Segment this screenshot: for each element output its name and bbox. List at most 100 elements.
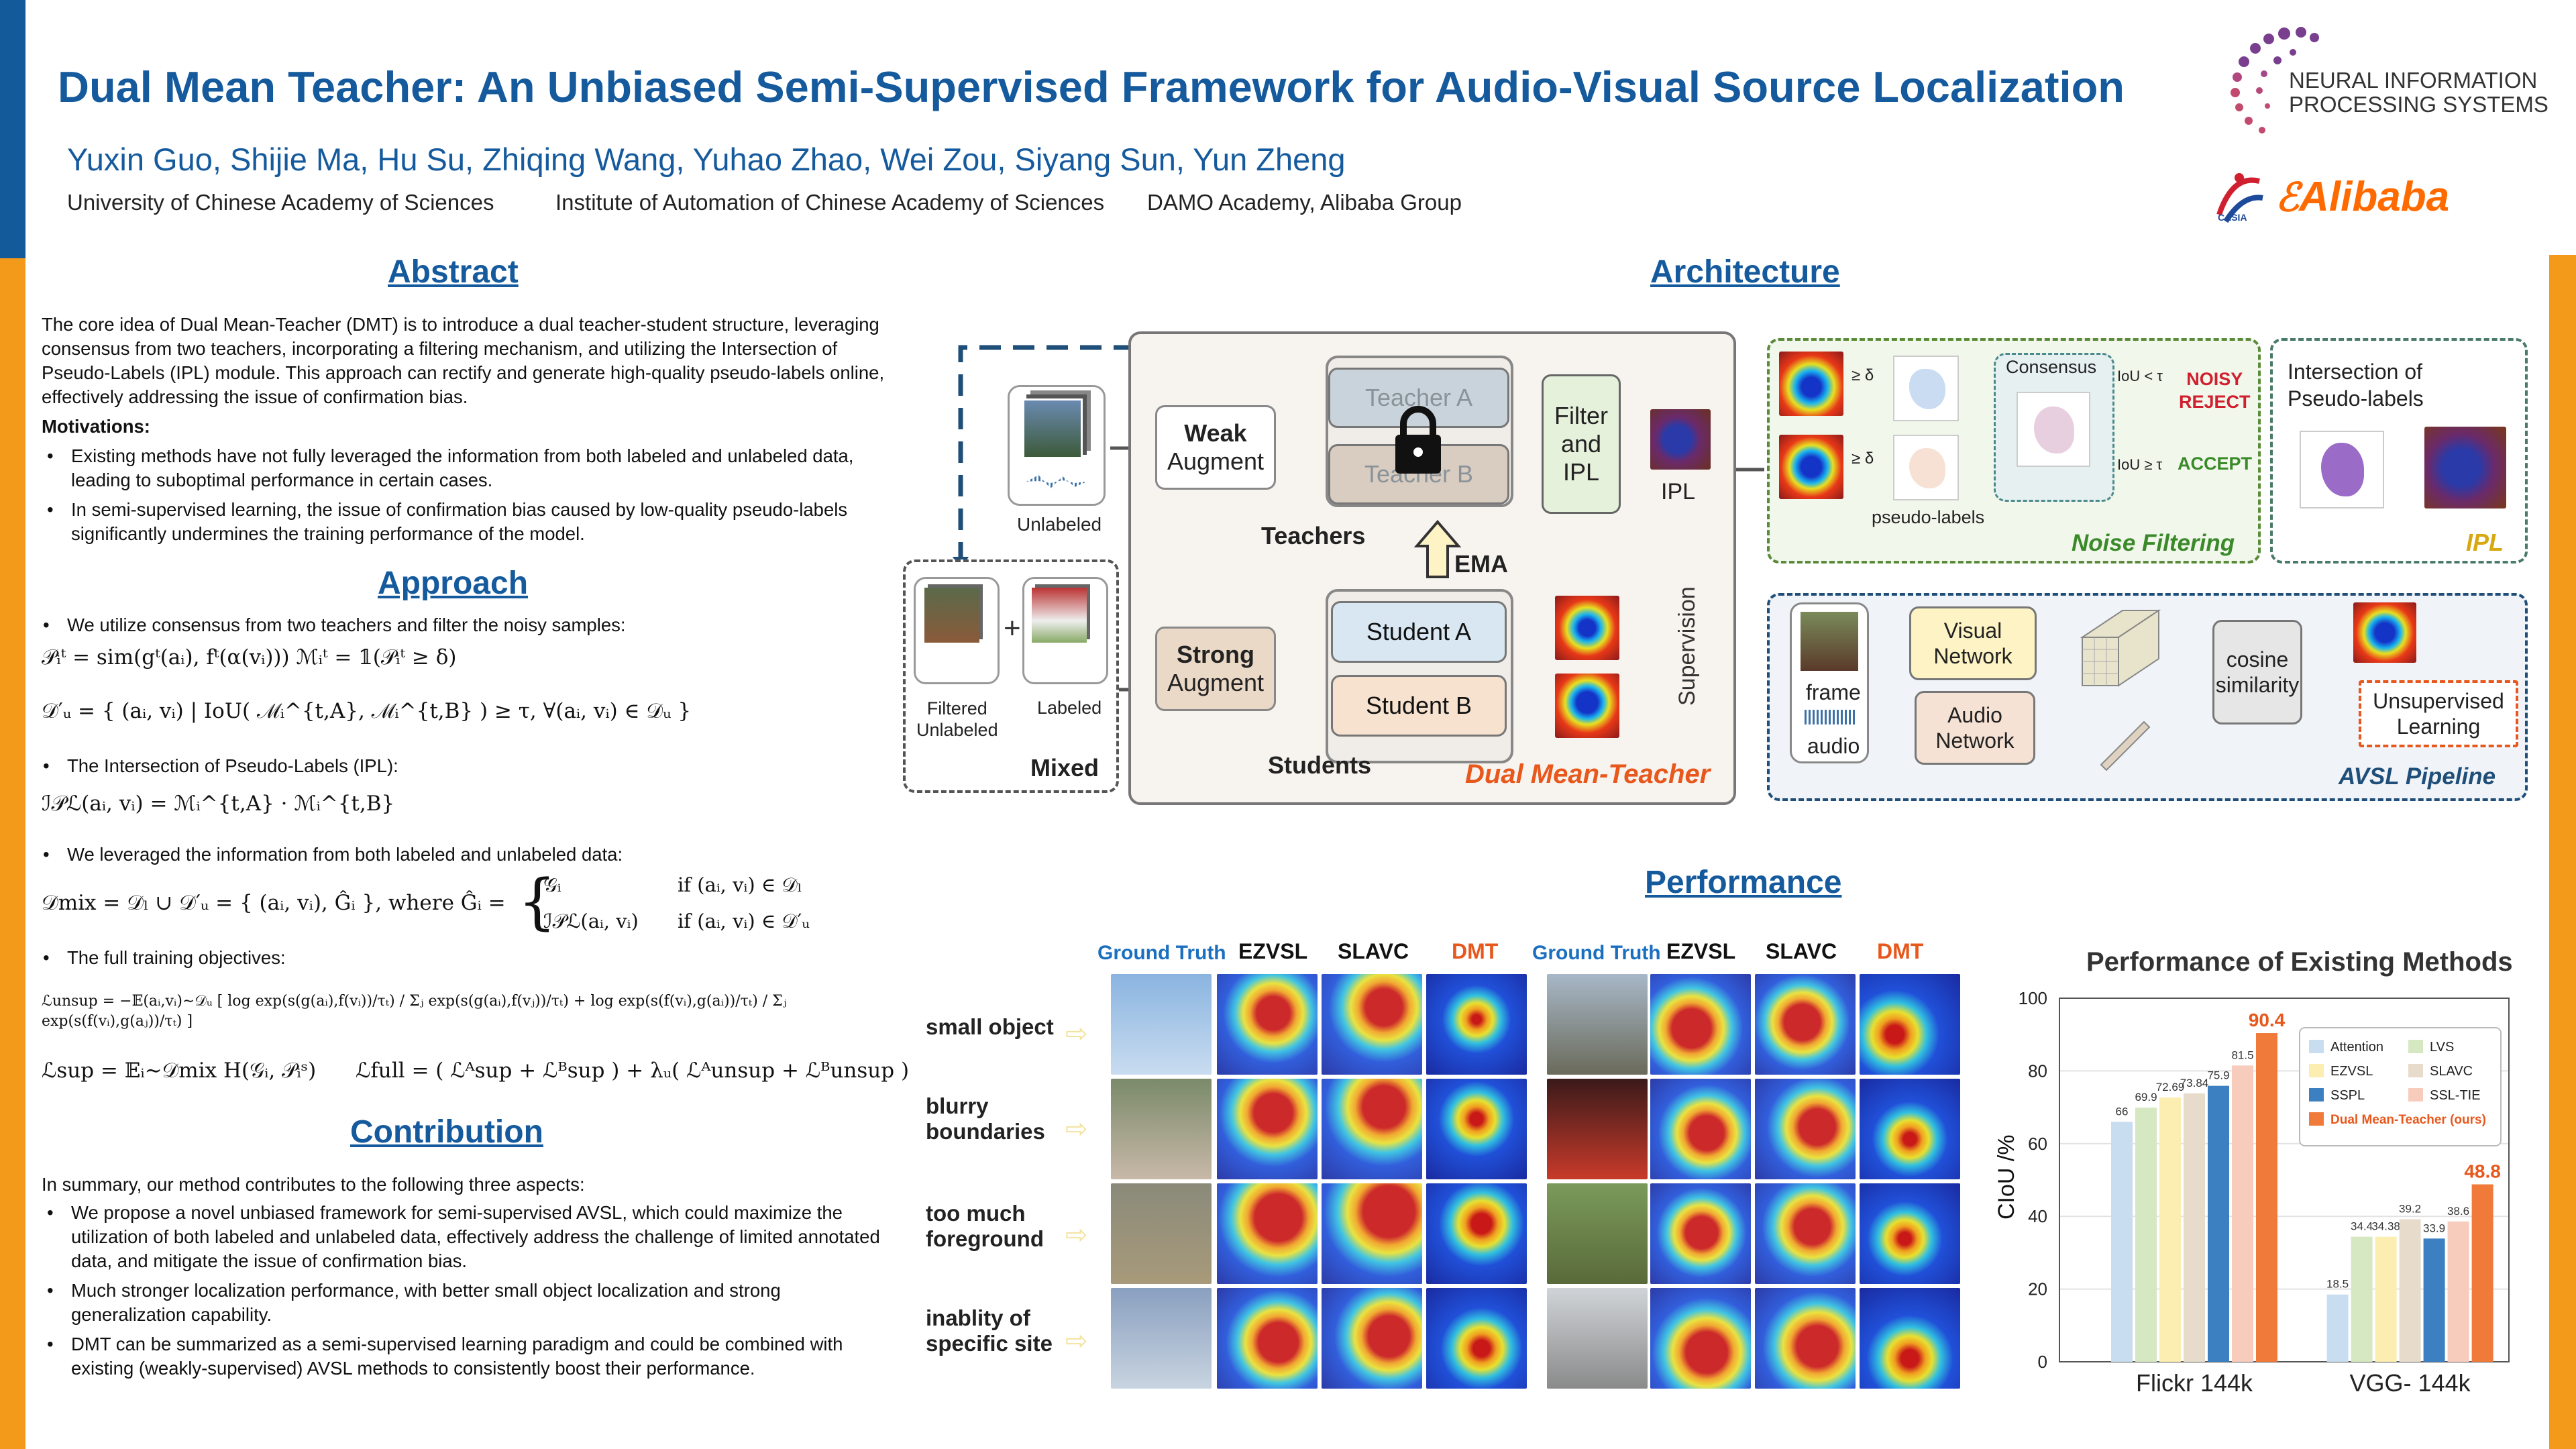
legend-label: EZVSL: [2330, 1064, 2373, 1079]
column-ground-truth-2: Ground Truth: [1532, 942, 1661, 964]
equation-mix-cond2: if (aᵢ, vᵢ) ∈ 𝒟′ᵤ: [678, 910, 810, 932]
bar-value-label: 73.84: [2180, 1077, 2209, 1089]
bar: [2375, 1236, 2397, 1362]
teacher-a-map: [1779, 352, 1843, 416]
approach-bullet: The Intersection of Pseudo-Labels (IPL):: [43, 754, 398, 778]
contribution-intro: In summary, our method contributes to th…: [42, 1174, 585, 1195]
equation-full: ℒfull = ( ℒᴬsup + ℒᴮsup ) + λᵤ( ℒᴬunsup …: [356, 1059, 910, 1083]
equation-mix-case1: 𝒢ᵢ: [543, 873, 561, 896]
legend-swatch: [2309, 1040, 2324, 1053]
row-arrow-icon: ⇨: [1065, 1220, 1088, 1250]
right-accent-bar: [2549, 255, 2576, 1449]
bar: [2135, 1108, 2157, 1362]
consensus-map: [2017, 392, 2090, 467]
labeled-label: Labeled: [1037, 698, 1102, 718]
audio-label: audio: [1807, 734, 1860, 758]
pseudo-label-b: [1893, 435, 1959, 500]
teachers-label: Teachers: [1261, 522, 1366, 549]
equation-unsup: ℒunsup = −𝔼(aᵢ,vᵢ)∼𝒟ᵤ [ log exp(s(g(aᵢ),…: [42, 993, 787, 1030]
legend-label: SSPL: [2330, 1088, 2365, 1103]
bar-value-label: 38.6: [2447, 1205, 2469, 1218]
bar: [2256, 1033, 2277, 1362]
avsl-pipeline-label: AVSL Pipeline: [2339, 763, 2496, 790]
y-tick-label: 80: [2028, 1061, 2047, 1081]
abstract-text: The core idea of Dual Mean-Teacher (DMT)…: [42, 314, 885, 407]
dmt-heatmap: [1860, 1079, 1960, 1179]
performance-heading: Performance: [1645, 865, 1842, 900]
left-accent-bar-orange: [0, 258, 25, 1449]
bar: [2447, 1221, 2469, 1362]
legend-swatch: [2309, 1112, 2324, 1126]
column-slavc-2: SLAVC: [1766, 939, 1837, 963]
bar-value-label: 48.8: [2464, 1161, 2501, 1182]
student-a-heatmap: [1555, 596, 1619, 660]
poster-title: Dual Mean Teacher: An Unbiased Semi-Supe…: [58, 62, 2125, 111]
affiliation-casia: Institute of Automation of Chinese Acade…: [555, 190, 1105, 215]
architecture-heading: Architecture: [1650, 254, 1840, 290]
contribution-item: We propose a novel unbiased framework fo…: [47, 1201, 896, 1273]
performance-bar-chart: 0204060801006669.972.6973.8475.981.590.4…: [2019, 988, 2510, 1395]
legend-swatch: [2309, 1088, 2324, 1102]
bar: [2471, 1184, 2493, 1362]
teacher-a-node: Teacher A: [1328, 368, 1509, 428]
legend-label: LVS: [2430, 1040, 2454, 1055]
dual-mean-teacher-label: Dual Mean-Teacher: [1465, 759, 1711, 789]
motivations-label: Motivations:: [42, 416, 150, 437]
column-ezvsl-2: EZVSL: [1666, 939, 1736, 963]
teacher-b-map: [1779, 435, 1843, 499]
slavc-heatmap: [1755, 974, 1856, 1075]
column-dmt-2: DMT: [1877, 939, 1924, 963]
column-slavc: SLAVC: [1338, 939, 1409, 963]
equation-mix-case2: ℐ𝒫ℒ(aᵢ, vᵢ): [543, 910, 639, 932]
student-b-node: Student B: [1331, 675, 1507, 737]
bar-value-label: 33.9: [2423, 1222, 2445, 1234]
y-tick-label: 100: [2019, 988, 2047, 1008]
row-label-small-object: small object: [926, 1014, 1054, 1039]
ezvsl-heatmap: [1217, 1288, 1318, 1389]
y-tick-label: 0: [2038, 1352, 2047, 1372]
left-accent-bar-blue: [0, 0, 25, 258]
bar: [2159, 1097, 2181, 1362]
legend-swatch: [2408, 1088, 2423, 1102]
audio-feature-icon: [2094, 711, 2155, 771]
approach-bullet: The full training objectives:: [43, 946, 286, 970]
intersection-overlay-image: [2424, 427, 2506, 508]
legend-label: SLAVC: [2430, 1064, 2473, 1079]
legend-swatch: [2309, 1064, 2324, 1077]
feature-cube-icon: [2076, 604, 2164, 691]
accept-label: ACCEPT: [2178, 453, 2253, 474]
unlabeled-frames-image: [1022, 398, 1083, 459]
chart-title: Performance of Existing Methods: [2086, 947, 2513, 977]
bar-value-label: 39.2: [2399, 1203, 2421, 1216]
bar-value-label: 72.69: [2156, 1081, 2185, 1093]
threshold-label-b: ≥ δ: [1851, 449, 1874, 468]
legend-swatch: [2408, 1040, 2423, 1053]
ezvsl-heatmap: [1217, 1183, 1318, 1284]
ezvsl-heatmap: [1650, 1079, 1751, 1179]
ema-label: EMA: [1454, 550, 1508, 578]
bar-value-label: 18.5: [2326, 1278, 2349, 1291]
dmt-heatmap: [1426, 1183, 1527, 1284]
author-list: Yuxin Guo, Shijie Ma, Hu Su, Zhiqing Wan…: [67, 142, 1346, 177]
neurips-logo: NEURAL INFORMATION PROCESSING SYSTEMS: [2214, 20, 2548, 148]
filtered-frames-image: [924, 588, 979, 643]
audio-wave-icon: [1805, 710, 1856, 724]
abstract-heading: Abstract: [388, 254, 519, 290]
alibaba-logo: ℰAlibaba: [2275, 174, 2450, 220]
row-arrow-icon: ⇨: [1065, 1326, 1088, 1356]
affiliation-damo: DAMO Academy, Alibaba Group: [1147, 190, 1462, 215]
approach-heading: Approach: [378, 566, 529, 601]
bar-value-label: 75.9: [2207, 1069, 2229, 1082]
ground-truth-image: [1547, 974, 1648, 1075]
bar-value-label: 34.4: [2351, 1220, 2373, 1233]
bar: [2399, 1219, 2421, 1362]
y-tick-label: 20: [2028, 1279, 2047, 1299]
approach-bullet: We leveraged the information from both l…: [43, 843, 623, 867]
ezvsl-heatmap: [1650, 1288, 1751, 1389]
